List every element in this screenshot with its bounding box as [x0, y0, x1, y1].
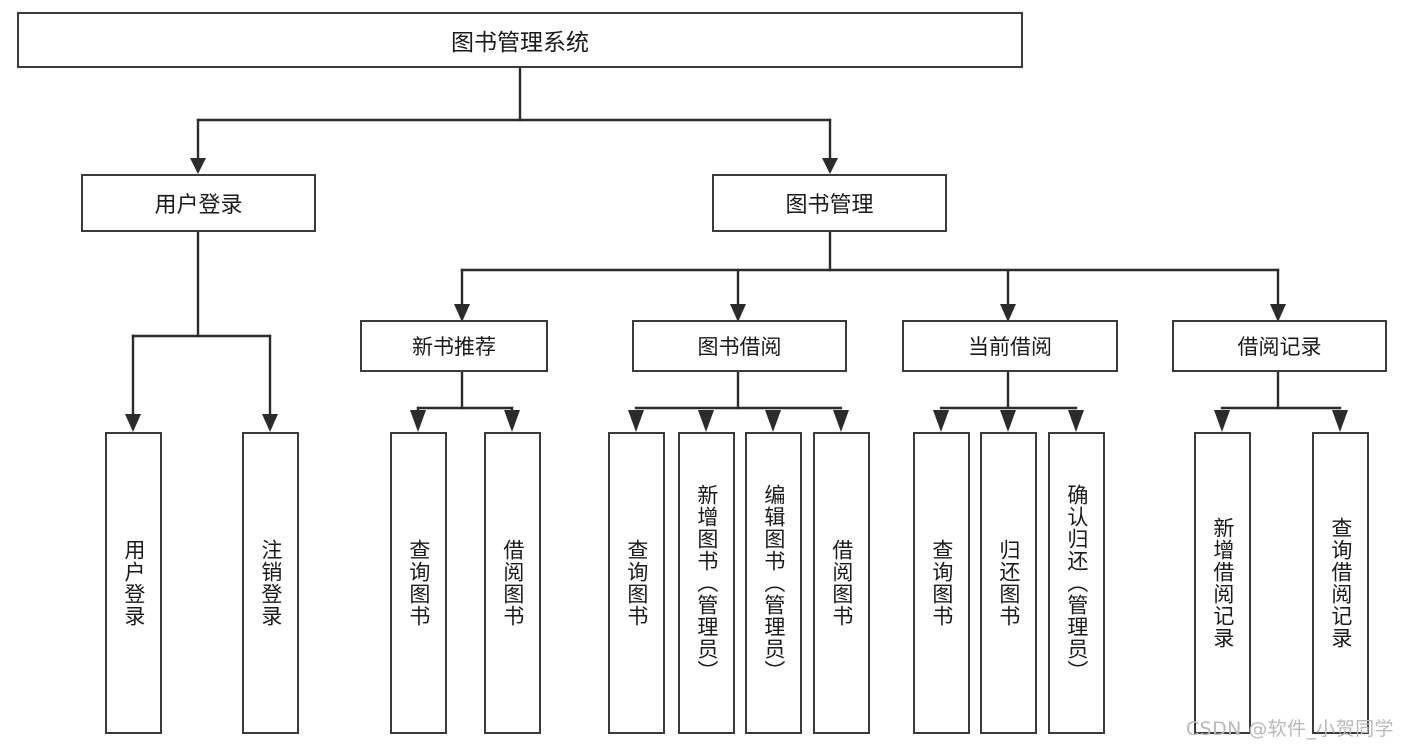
arrowhead-return-book — [1000, 410, 1016, 432]
node-user-login-label: 用户登录 — [154, 193, 243, 218]
node-borrow-record-label: 借阅记录 — [1237, 335, 1322, 359]
arrowhead-borrow-book-2 — [833, 410, 849, 432]
node-user-login[interactable]: 用户登录 — [81, 174, 316, 232]
leaf-add-book-label: 新增图书（管理员） — [694, 484, 719, 682]
node-current-borrow-label: 当前借阅 — [968, 335, 1052, 359]
leaf-user-logout-label: 注销登录 — [258, 539, 283, 627]
arrowhead-query-book-3 — [933, 410, 949, 432]
node-book-borrow[interactable]: 图书借阅 — [632, 320, 847, 372]
arrowhead-edit-book — [765, 410, 781, 432]
arrowhead-query-record — [1332, 410, 1348, 432]
leaf-query-book-2-label: 查询图书 — [624, 539, 649, 627]
leaf-query-record[interactable]: 查询借阅记录 — [1312, 432, 1369, 734]
leaf-add-record-label: 新增借阅记录 — [1210, 517, 1235, 649]
node-book-borrow-label: 图书借阅 — [697, 335, 782, 359]
leaf-query-book-1-label: 查询图书 — [406, 539, 431, 627]
node-current-borrow[interactable]: 当前借阅 — [902, 320, 1118, 372]
arrowhead-leaf-user-login — [125, 414, 141, 432]
leaf-add-record[interactable]: 新增借阅记录 — [1194, 432, 1251, 734]
arrowhead-user-login — [190, 158, 206, 174]
leaf-confirm-return-label: 确认归还（管理员） — [1064, 484, 1089, 682]
node-borrow-record[interactable]: 借阅记录 — [1172, 320, 1387, 372]
leaf-borrow-book-2[interactable]: 借阅图书 — [813, 432, 870, 734]
arrowhead-add-book — [698, 410, 714, 432]
leaf-user-logout[interactable]: 注销登录 — [242, 432, 299, 734]
leaf-edit-book[interactable]: 编辑图书（管理员） — [745, 432, 802, 734]
node-root-label: 图书管理系统 — [451, 30, 589, 56]
arrowhead-add-record — [1214, 410, 1230, 432]
leaf-edit-book-label: 编辑图书（管理员） — [761, 484, 786, 682]
node-new-book-recommend-label: 新书推荐 — [412, 335, 496, 359]
arrowhead-query-book-2 — [628, 410, 644, 432]
leaf-query-book-2[interactable]: 查询图书 — [608, 432, 665, 734]
leaf-borrow-book-1-label: 借阅图书 — [500, 539, 525, 627]
leaf-user-login[interactable]: 用户登录 — [105, 432, 162, 734]
leaf-borrow-book-2-label: 借阅图书 — [829, 539, 854, 627]
arrowhead-book-manage — [822, 158, 838, 174]
csdn-watermark: CSDN @软件_小贺同学 — [1186, 718, 1394, 740]
node-new-book-recommend[interactable]: 新书推荐 — [360, 320, 548, 372]
leaf-user-login-label: 用户登录 — [121, 539, 146, 627]
leaf-add-book[interactable]: 新增图书（管理员） — [678, 432, 735, 734]
leaf-query-book-3[interactable]: 查询图书 — [913, 432, 970, 734]
node-book-manage[interactable]: 图书管理 — [712, 174, 947, 232]
leaf-borrow-book-1[interactable]: 借阅图书 — [484, 432, 541, 734]
leaf-query-record-label: 查询借阅记录 — [1328, 517, 1353, 649]
leaf-return-book-label: 归还图书 — [996, 539, 1021, 627]
leaf-return-book[interactable]: 归还图书 — [980, 432, 1037, 734]
leaf-query-book-1[interactable]: 查询图书 — [390, 432, 447, 734]
leaf-confirm-return[interactable]: 确认归还（管理员） — [1048, 432, 1105, 734]
arrowhead-confirm-return — [1068, 410, 1084, 432]
arrowhead-query-book-1 — [410, 410, 426, 432]
leaf-query-book-3-label: 查询图书 — [929, 539, 954, 627]
arrowhead-borrow-book-1 — [504, 410, 520, 432]
arrowhead-leaf-user-logout — [262, 414, 278, 432]
node-book-manage-label: 图书管理 — [785, 193, 874, 218]
node-root[interactable]: 图书管理系统 — [17, 12, 1023, 68]
